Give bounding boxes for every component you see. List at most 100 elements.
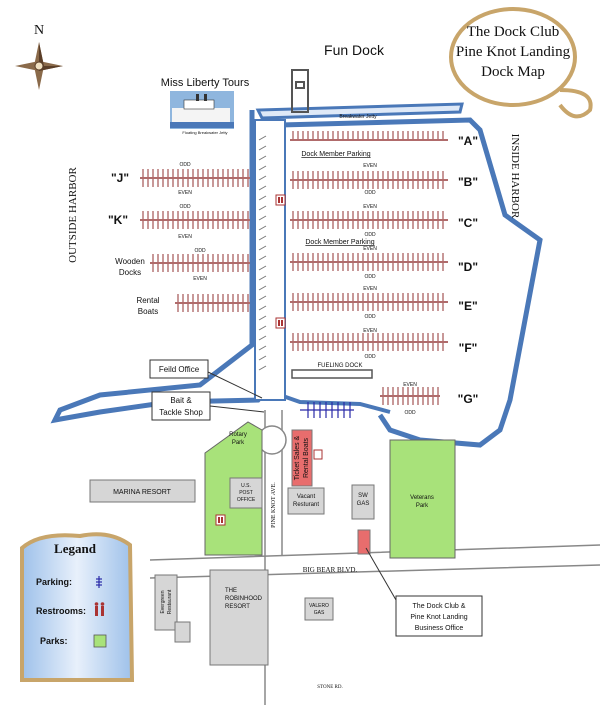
odd-side-label: ODD bbox=[404, 410, 416, 416]
valero-label-2: GAS bbox=[314, 610, 325, 616]
business-office-pointer bbox=[365, 547, 397, 601]
post-office-label-1: U.S. bbox=[241, 483, 251, 489]
marina-resort-building bbox=[89, 479, 196, 503]
legend-restrooms-label: Restrooms: bbox=[36, 606, 86, 616]
odd-side-label: ODD bbox=[364, 314, 376, 320]
miss-liberty-label: Miss Liberty Tours bbox=[161, 77, 250, 89]
odd-side-label: ODD bbox=[364, 274, 376, 280]
ticket-sales-building bbox=[291, 429, 313, 487]
dock-a-label: "A" bbox=[458, 134, 478, 148]
dock-j-label: "J" bbox=[111, 171, 129, 185]
dock-b-label: "B" bbox=[458, 175, 478, 189]
vacant-label-1: Vacant bbox=[297, 494, 316, 500]
dock-j bbox=[140, 169, 250, 187]
veterans-park-label-2: Park bbox=[416, 503, 429, 509]
rotary-park-label-1: Rotary bbox=[229, 432, 247, 438]
business-office-label-1: The Dock Club & bbox=[413, 603, 466, 610]
business-office-box bbox=[395, 595, 483, 637]
title-line-1: The Dock Club bbox=[467, 24, 559, 40]
legend-restroom-icon bbox=[94, 602, 105, 616]
miss-liberty-boat-image bbox=[170, 91, 234, 129]
robinhood-building bbox=[209, 569, 269, 666]
outside-harbor-label: OUTSIDE HARBOR bbox=[67, 167, 79, 263]
restroom-icon-ticket bbox=[313, 449, 323, 460]
odd-side-label: ODD bbox=[179, 204, 191, 210]
wooden-docks-label-1: Wooden bbox=[115, 257, 145, 266]
odd-side-label: ODD bbox=[194, 248, 206, 254]
bait-tackle-pointer bbox=[209, 405, 265, 413]
dock-d-label: "D" bbox=[458, 260, 478, 274]
dock-f bbox=[290, 333, 448, 351]
even-side-label: EVEN bbox=[363, 328, 377, 334]
even-side-label: EVEN bbox=[178, 190, 192, 196]
feild-office-box bbox=[149, 359, 209, 379]
odd-side-label: ODD bbox=[179, 162, 191, 168]
sw-gas-building bbox=[351, 484, 375, 520]
floating-jetty-label: Floating Breakwater Jetty bbox=[182, 130, 227, 135]
bait-tackle-box bbox=[151, 391, 211, 421]
dock-member-parking-1: Dock Member Parking bbox=[301, 151, 370, 158]
wooden-docks-label-2: Docks bbox=[119, 268, 141, 277]
rental-boats-label-2: Boats bbox=[138, 307, 158, 316]
dock-e-label: "E" bbox=[458, 299, 477, 313]
marina-resort-label: MARINA RESORT bbox=[113, 489, 172, 496]
veterans-park-label-1: Veterans bbox=[410, 495, 434, 501]
odd-side-label: ODD bbox=[364, 232, 376, 238]
docks-left-group bbox=[140, 169, 250, 312]
outside-harbor-shoreline bbox=[50, 110, 267, 424]
walkway-parking-stripes bbox=[258, 135, 267, 371]
post-office-building bbox=[229, 477, 263, 509]
even-side-label: EVEN bbox=[178, 234, 192, 240]
title-rope-frame bbox=[449, 7, 593, 119]
business-office-label-2: Pine Knot Landing bbox=[410, 614, 467, 621]
even-side-label: EVEN bbox=[403, 382, 417, 388]
pine-knot-ave-label: PINE KNOT AVE. bbox=[271, 482, 277, 528]
dock-e bbox=[290, 293, 448, 311]
fueling-dock bbox=[291, 369, 373, 379]
even-side-label: EVEN bbox=[363, 286, 377, 292]
dock-d bbox=[290, 253, 448, 271]
post-office-label-3: OFFICE bbox=[237, 497, 256, 503]
title-line-3: Dock Map bbox=[481, 64, 545, 80]
breakwater-jetty-label: Breakwater Jetty bbox=[339, 114, 377, 120]
rental-boats-label-1: Rental bbox=[136, 296, 159, 305]
big-bear-blvd-label: BIG BEAR BLVD. bbox=[303, 566, 358, 574]
sw-gas-label-1: SW bbox=[358, 493, 368, 499]
valero-label-1: VALERO bbox=[309, 603, 329, 609]
dock-g-label: "G" bbox=[458, 392, 479, 406]
compass-north-label: N bbox=[34, 23, 44, 38]
dock-b bbox=[290, 171, 448, 189]
restroom-icon-walkway bbox=[275, 194, 286, 206]
legend-park-swatch bbox=[93, 634, 107, 648]
restroom-icon-walkway-2 bbox=[275, 317, 286, 329]
rotary-park-label-2: Park bbox=[232, 440, 245, 446]
even-side-label: EVEN bbox=[193, 276, 207, 282]
dock-a bbox=[290, 131, 448, 141]
business-office-label-3: Business Office bbox=[415, 625, 464, 632]
shore-parking bbox=[300, 402, 354, 418]
post-office-label-2: POST bbox=[239, 490, 253, 496]
bait-tackle-label-2: Tackle Shop bbox=[159, 408, 203, 417]
fun-dock-structure bbox=[291, 69, 309, 113]
vacant-label-2: Resturant bbox=[293, 502, 319, 508]
legend-parking-icon bbox=[96, 576, 102, 588]
small-building bbox=[174, 621, 191, 643]
feild-office-pointer bbox=[207, 371, 263, 399]
odd-side-label: ODD bbox=[364, 190, 376, 196]
fueling-dock-label: FUELING DOCK bbox=[317, 363, 362, 369]
business-office-building bbox=[357, 529, 371, 555]
docks-right-group bbox=[290, 131, 448, 405]
evergreen-building bbox=[154, 574, 178, 631]
inside-harbor-label: INSIDE HARBOR bbox=[509, 134, 521, 219]
compass-rose-icon bbox=[15, 42, 63, 90]
evergreen-label-1: Evergreen bbox=[160, 590, 166, 613]
dock-k bbox=[140, 211, 250, 229]
dock-rental bbox=[175, 294, 250, 312]
ticket-sales-label-1: Ticket Sales & bbox=[294, 435, 301, 480]
bait-tackle-label-1: Bait & bbox=[170, 396, 192, 405]
restroom-icon-park bbox=[215, 514, 226, 526]
dock-wooden bbox=[150, 254, 250, 272]
evergreen-label-2: Restaurant bbox=[167, 589, 173, 614]
stone-rd-label: STONE RD. bbox=[317, 685, 342, 690]
